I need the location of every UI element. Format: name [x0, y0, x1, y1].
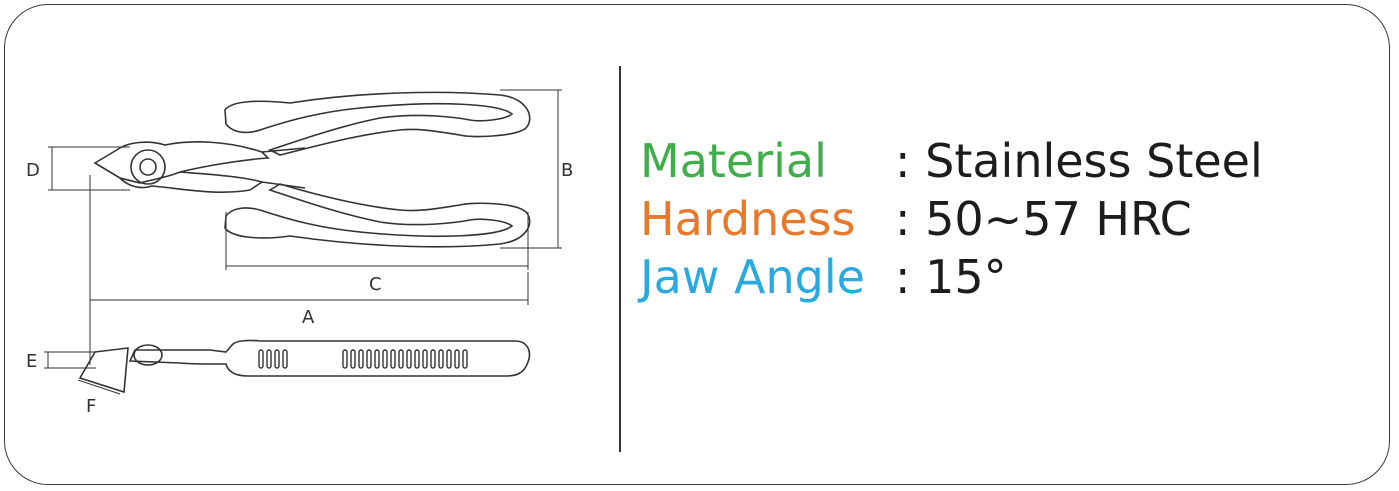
spec-label-material: Material	[640, 134, 827, 188]
divider-line	[619, 66, 621, 452]
grip-slots	[258, 349, 468, 369]
dimension-label-a: A	[302, 307, 315, 328]
spec-value-hardness: : 50~57 HRC	[895, 192, 1192, 246]
pliers-head	[93, 141, 270, 184]
pivot-circle	[130, 149, 166, 185]
spec-value-jaw-angle: : 15°	[895, 250, 1007, 304]
spec-label-hardness: Hardness	[640, 192, 856, 246]
dimension-label-d: D	[26, 160, 40, 181]
dimension-label-c: C	[369, 274, 382, 295]
dimension-label-b: B	[561, 160, 573, 181]
pliers-top-handle	[224, 91, 531, 156]
spec-row-material: Material : Stainless Steel	[640, 132, 1263, 190]
card-frame	[4, 4, 1390, 485]
pliers-side-view	[128, 339, 531, 377]
pliers-dimension-drawing: D B C A E F	[26, 89, 573, 417]
spec-row-hardness: Hardness : 50~57 HRC	[640, 190, 1263, 248]
spec-label-jaw-angle: Jaw Angle	[640, 250, 865, 304]
pliers-bottom-handle	[224, 183, 531, 248]
spec-list: Material : Stainless Steel Hardness : 50…	[640, 132, 1263, 306]
dimension-label-f: F	[86, 396, 96, 417]
spec-row-jaw-angle: Jaw Angle : 15°	[640, 248, 1263, 306]
dimension-label-e: E	[26, 351, 37, 372]
spec-value-material: : Stainless Steel	[895, 134, 1263, 188]
